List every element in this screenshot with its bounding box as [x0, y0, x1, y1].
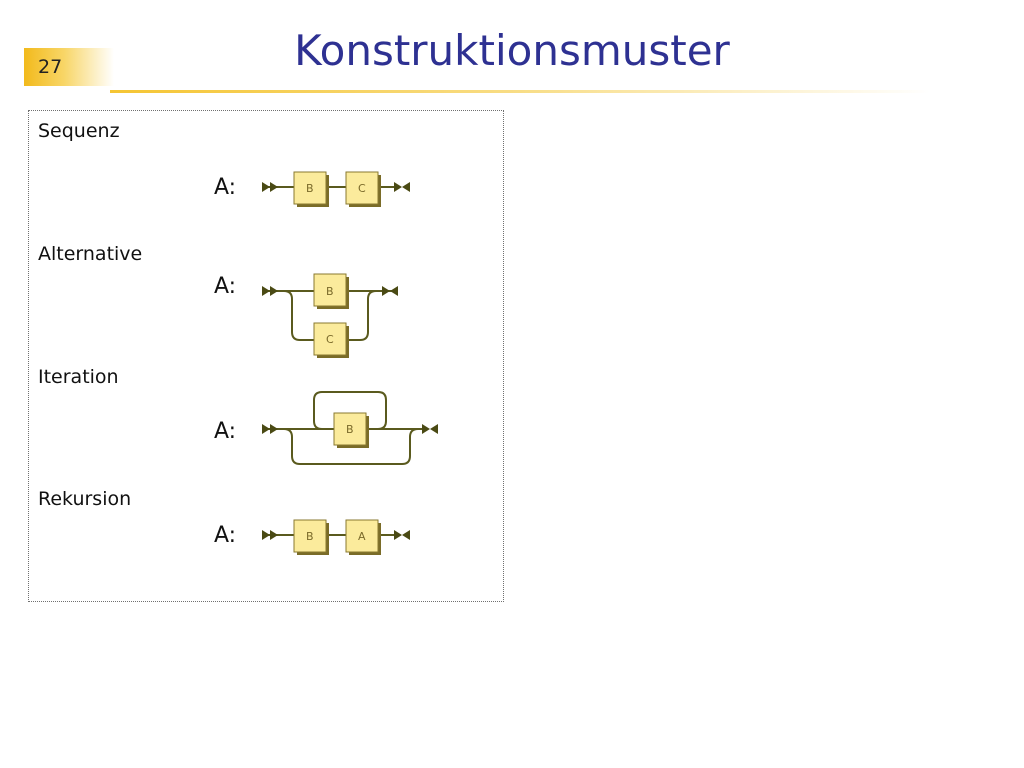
box-a-label: A: [358, 530, 366, 543]
box-c: C: [345, 171, 381, 207]
box-b: B: [333, 412, 369, 448]
rekursion-diagram: B A: [262, 519, 410, 555]
section-label-rekursion: Rekursion: [38, 488, 132, 510]
end-arrow-icon: [394, 530, 410, 540]
box-b-label: B: [326, 285, 334, 298]
end-arrow-icon: [382, 286, 398, 296]
diagram-frame: [28, 110, 504, 602]
end-arrow-icon: [394, 182, 410, 192]
rule-label-alternative: A:: [214, 274, 237, 299]
box-c: C: [313, 322, 349, 358]
section-label-alternative: Alternative: [38, 243, 143, 265]
start-arrow-icon: [262, 530, 278, 540]
section-label-sequenz: Sequenz: [38, 120, 120, 142]
rule-label-sequenz: A:: [214, 175, 237, 200]
box-b: B: [313, 273, 349, 309]
box-c-label: C: [326, 333, 334, 346]
rule-label-rekursion: A:: [214, 523, 237, 548]
box-b: B: [293, 171, 329, 207]
end-arrow-icon: [422, 424, 438, 434]
iteration-diagram: B: [262, 391, 438, 465]
slide-number-badge: 27: [24, 48, 114, 86]
section-label-iteration: Iteration: [38, 366, 119, 388]
box-c-label: C: [358, 182, 366, 195]
box-a: A: [345, 519, 381, 555]
box-b-label: B: [306, 530, 314, 543]
alternative-diagram: B C: [262, 273, 398, 358]
start-arrow-icon: [262, 182, 278, 192]
box-b-label: B: [346, 423, 354, 436]
box-b-label: B: [306, 182, 314, 195]
sequenz-diagram: B C: [262, 171, 410, 207]
slide-title: Konstruktionsmuster: [294, 26, 730, 75]
start-arrow-icon: [262, 424, 278, 434]
title-underline: [110, 90, 930, 93]
start-arrow-icon: [262, 286, 278, 296]
rule-label-iteration: A:: [214, 419, 237, 444]
slide-number: 27: [38, 56, 63, 78]
box-b: B: [293, 519, 329, 555]
